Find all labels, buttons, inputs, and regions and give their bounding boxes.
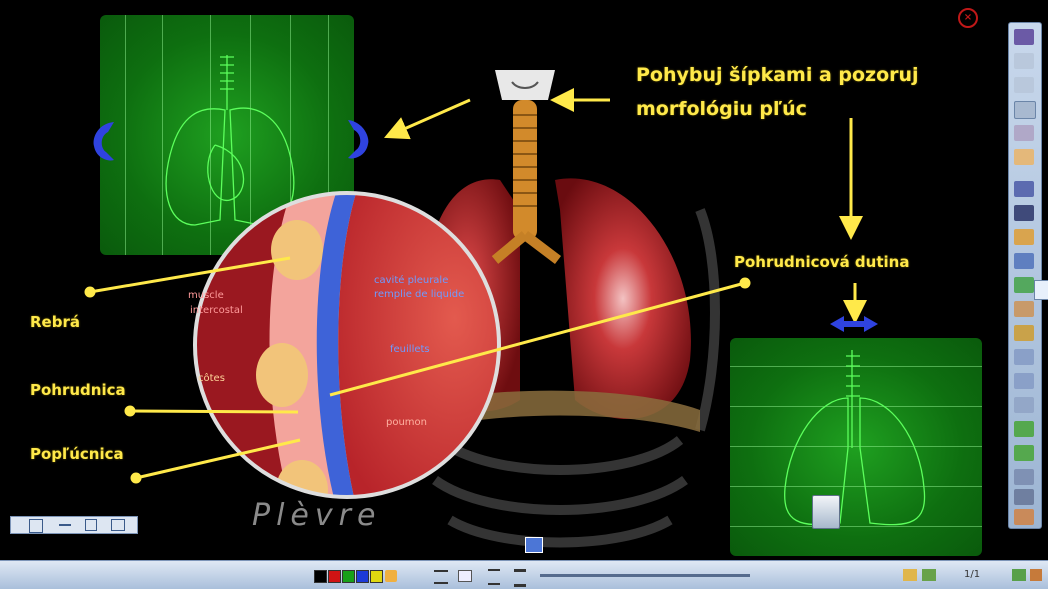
toolbar-collapse-tab[interactable]	[1034, 280, 1048, 300]
restore-icon[interactable]	[85, 519, 97, 531]
record-icon[interactable]	[1014, 349, 1034, 365]
color-yellow[interactable]	[370, 570, 383, 583]
zoom-icon[interactable]	[1014, 253, 1034, 269]
color-blue[interactable]	[356, 570, 369, 583]
xray-lungs-side	[730, 338, 982, 556]
minimize-icon[interactable]	[59, 524, 71, 526]
xray-panel-bottom-right	[730, 338, 982, 556]
line-icon[interactable]	[1014, 181, 1034, 197]
page-indicator: 1/1	[964, 569, 980, 580]
rotate-control-icon[interactable]	[828, 314, 880, 334]
delete-icon[interactable]	[1014, 445, 1034, 461]
lines-thin-icon[interactable]	[434, 570, 448, 584]
pointer-icon[interactable]	[1014, 29, 1034, 45]
image-icon[interactable]	[922, 569, 936, 581]
mini-toolbar	[10, 516, 138, 534]
lines-medium-icon[interactable]	[488, 569, 500, 585]
width-slider[interactable]	[540, 574, 750, 577]
camera-icon[interactable]	[1014, 325, 1034, 341]
redo-icon[interactable]	[1014, 397, 1034, 413]
pen-icon[interactable]	[1014, 53, 1034, 69]
text-icon[interactable]	[1014, 125, 1034, 141]
color-red[interactable]	[328, 570, 341, 583]
next-icon[interactable]	[1014, 489, 1034, 505]
bottom-toolbar: 1/1	[0, 560, 1048, 589]
undo-icon[interactable]	[1014, 373, 1034, 389]
text-size-icon[interactable]	[458, 570, 472, 582]
exit-icon[interactable]	[1030, 569, 1042, 581]
eraser-icon[interactable]	[1014, 205, 1034, 221]
right-toolbar	[1008, 22, 1042, 529]
canvas: ×	[0, 0, 1048, 562]
settings-icon[interactable]	[1014, 509, 1034, 525]
color-green[interactable]	[342, 570, 355, 583]
arrow-next-icon[interactable]	[1012, 569, 1026, 581]
move-icon[interactable]	[29, 519, 43, 533]
page-down-icon[interactable]	[525, 537, 543, 553]
prev-icon[interactable]	[1014, 469, 1034, 485]
color-black[interactable]	[314, 570, 327, 583]
page-icon[interactable]	[1014, 421, 1034, 437]
save-icon[interactable]	[812, 495, 840, 529]
screen-icon[interactable]	[1014, 301, 1034, 317]
highlighter-icon[interactable]	[1014, 77, 1034, 93]
fill-icon[interactable]	[1014, 229, 1034, 245]
palette-icon[interactable]	[385, 570, 397, 582]
insert-icon[interactable]	[1014, 277, 1034, 293]
select-icon[interactable]	[1014, 101, 1036, 119]
folder-icon[interactable]	[903, 569, 917, 581]
window-icon[interactable]	[111, 519, 125, 531]
lines-thick-icon[interactable]	[514, 569, 526, 587]
shape-icon[interactable]	[1014, 149, 1034, 165]
